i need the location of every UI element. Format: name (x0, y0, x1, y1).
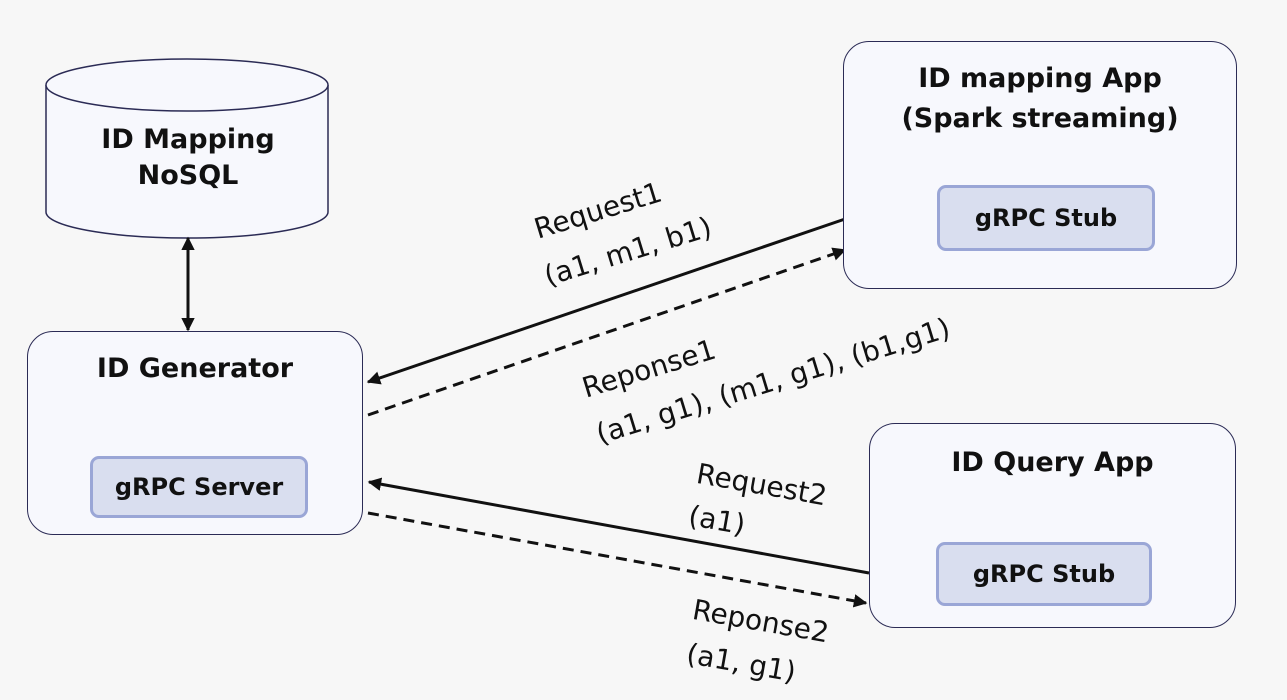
grpc-stub-chip-query: gRPC Stub (936, 542, 1152, 606)
database-type: NoSQL (137, 160, 239, 191)
database-label: ID Mapping NoSQL (46, 122, 330, 194)
id-generator-title: ID Generator (96, 353, 294, 384)
request1-arrow (366, 216, 849, 385)
id-query-app-node: ID Query App gRPC Stub (869, 423, 1236, 628)
id-generator-node: ID Generator gRPC Server (27, 331, 363, 535)
id-mapping-app-node: ID mapping App (Spark streaming) gRPC St… (843, 41, 1237, 289)
id-mapping-app-title: ID mapping App (918, 63, 1162, 94)
request2-arrow (367, 477, 870, 575)
id-mapping-app-subtitle: (Spark streaming) (901, 103, 1179, 134)
response1-arrow (367, 247, 847, 417)
grpc-stub-chip-mapping: gRPC Stub (937, 185, 1155, 251)
response2-arrow (367, 511, 868, 608)
database-name: ID Mapping (101, 124, 275, 155)
id-query-app-title: ID Query App (951, 447, 1154, 478)
grpc-server-chip: gRPC Server (90, 456, 308, 518)
database-cylinder-icon (45, 58, 329, 239)
